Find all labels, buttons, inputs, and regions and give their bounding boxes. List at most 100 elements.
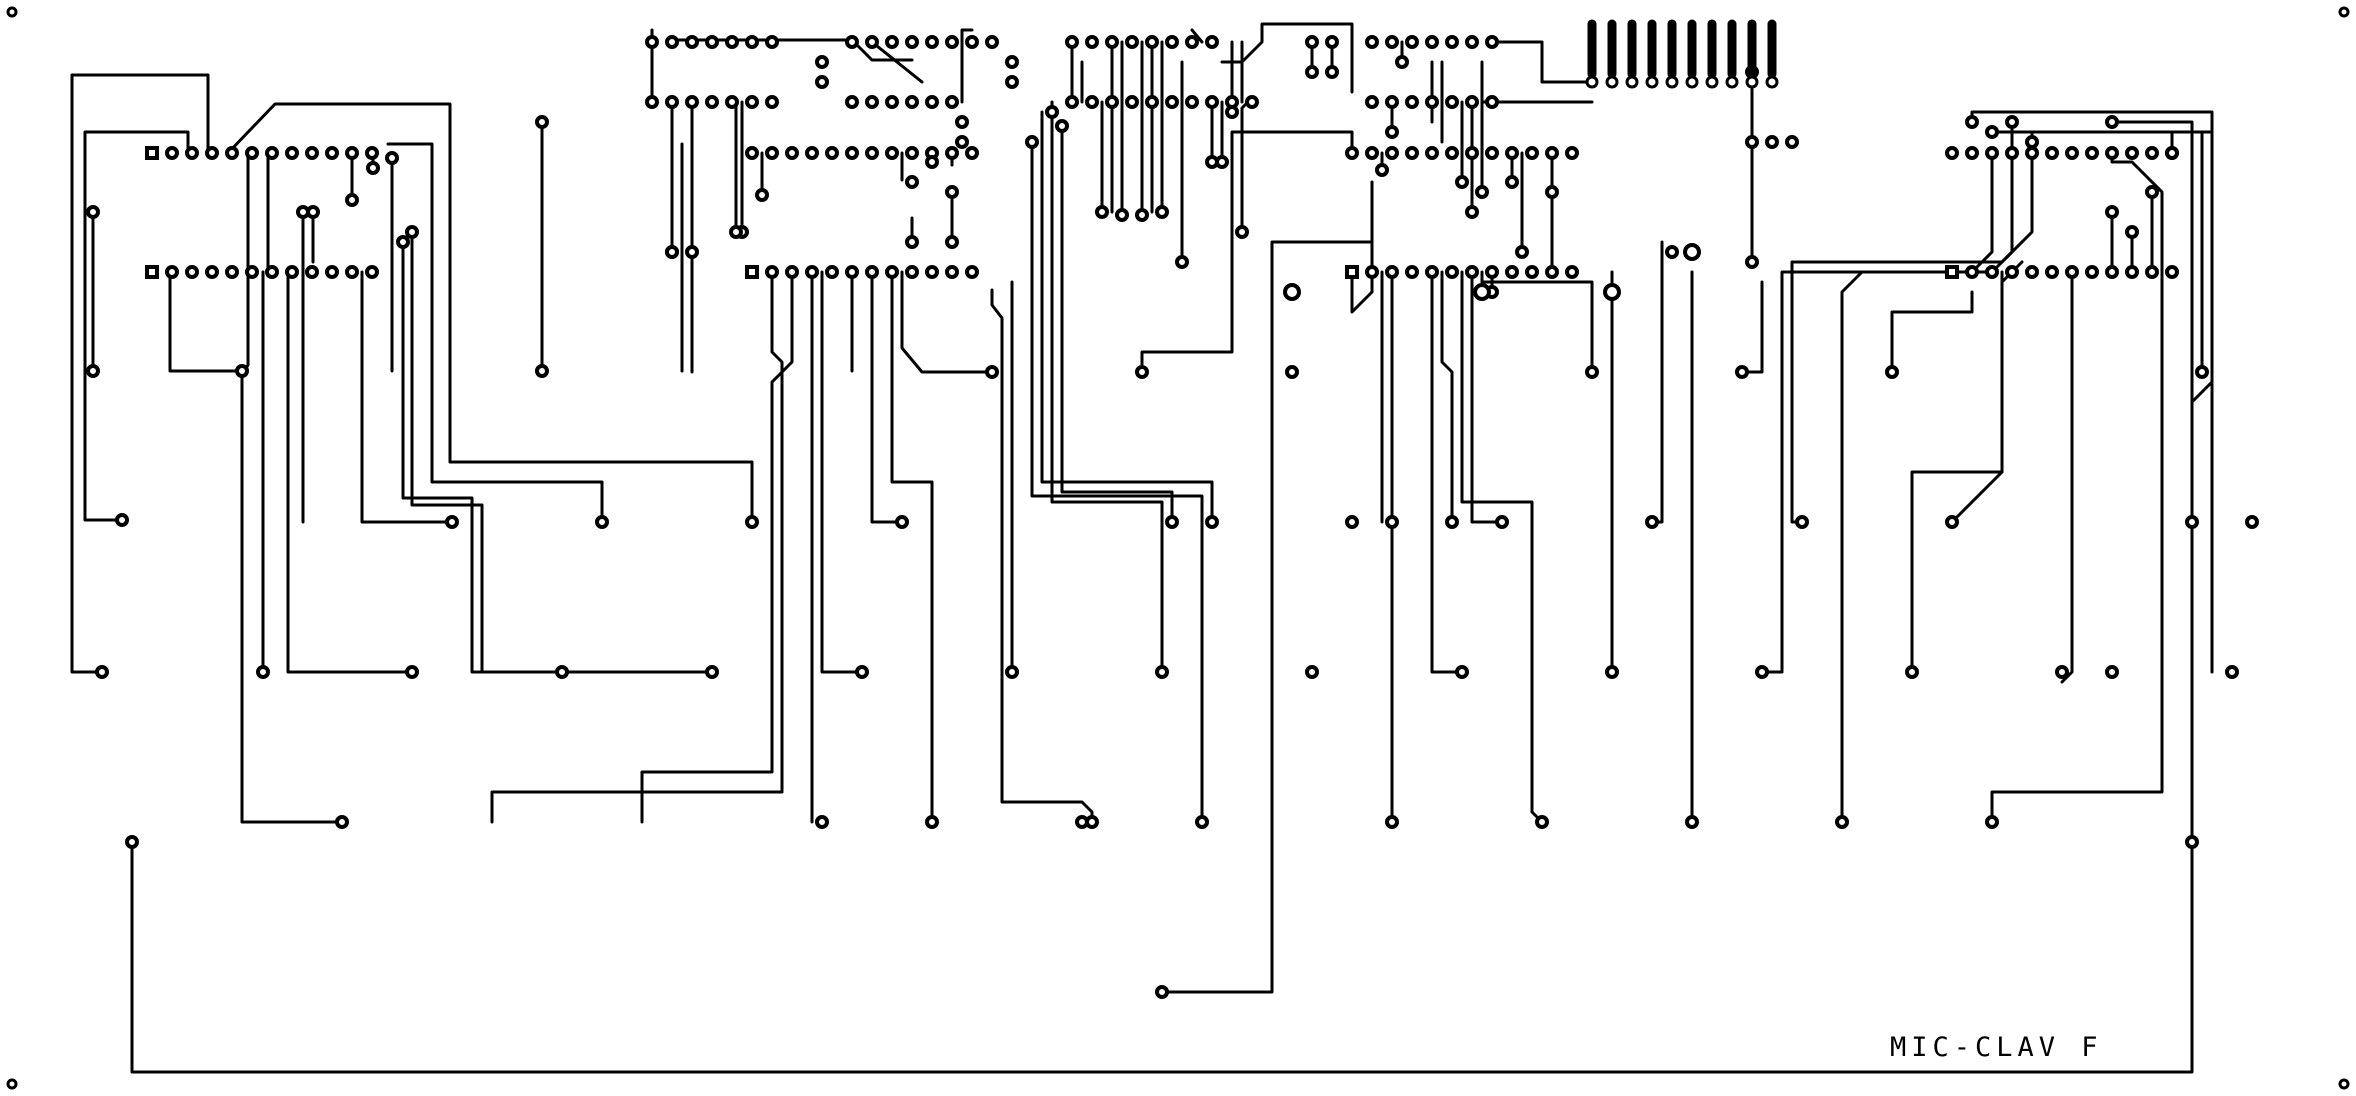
round-pad [925, 815, 939, 829]
round-pad [305, 265, 319, 279]
round-pad [1785, 135, 1799, 149]
round-pad [1135, 365, 1149, 379]
round-pad [1425, 95, 1439, 109]
round-pad [905, 235, 919, 249]
round-pad [245, 146, 259, 160]
round-pad [765, 95, 779, 109]
round-pad [1545, 146, 1559, 160]
round-pad [885, 146, 899, 160]
round-pad [2105, 146, 2119, 160]
round-pad [2145, 185, 2159, 199]
round-pad [1085, 95, 1099, 109]
round-pad [729, 225, 743, 239]
large-pad [1473, 283, 1491, 301]
round-pad [1505, 175, 1519, 189]
round-pad [1185, 35, 1199, 49]
round-pad [1425, 146, 1439, 160]
round-pad [185, 146, 199, 160]
round-pad [765, 265, 779, 279]
round-pad [595, 515, 609, 529]
round-pad [1445, 95, 1459, 109]
corner-mark [2338, 1078, 2350, 1090]
round-pad [2125, 146, 2139, 160]
round-pad [2165, 265, 2179, 279]
round-pad [865, 265, 879, 279]
round-pad [405, 665, 419, 679]
round-pad [1205, 515, 1219, 529]
round-pad [1345, 146, 1359, 160]
round-pad [685, 245, 699, 259]
round-pad [705, 35, 719, 49]
round-pad [1745, 135, 1759, 149]
round-pad [1235, 225, 1249, 239]
edge-connector-fingers [1585, 19, 1779, 89]
round-pad [1155, 205, 1169, 219]
round-pad [855, 665, 869, 679]
round-pad [815, 55, 829, 69]
large-pad [1683, 243, 1701, 261]
round-pad [965, 265, 979, 279]
round-pad [345, 265, 359, 279]
round-pad [1665, 245, 1679, 259]
round-pad [1125, 35, 1139, 49]
round-pad [1565, 265, 1579, 279]
round-pad [1405, 95, 1419, 109]
round-pad [1525, 265, 1539, 279]
square-pad [745, 265, 759, 279]
round-pad [1065, 95, 1079, 109]
round-pad [765, 146, 779, 160]
round-pad [905, 265, 919, 279]
round-pad [1155, 665, 1169, 679]
round-pad [1385, 125, 1399, 139]
round-pad [745, 35, 759, 49]
round-pad [1205, 35, 1219, 49]
round-pad [925, 265, 939, 279]
round-pad [1305, 35, 1319, 49]
round-pad [1105, 95, 1119, 109]
round-pad [265, 265, 279, 279]
round-pad [955, 115, 969, 129]
round-pad [1985, 815, 1999, 829]
round-pad [2085, 146, 2099, 160]
round-pad [885, 95, 899, 109]
round-pad [1365, 95, 1379, 109]
round-pad [1065, 35, 1079, 49]
finger-pad [1705, 75, 1719, 89]
round-pad [1475, 185, 1489, 199]
round-pad [745, 95, 759, 109]
round-pad [245, 265, 259, 279]
finger-pad [1665, 75, 1679, 89]
round-pad [1755, 665, 1769, 679]
corner-mark [6, 6, 18, 18]
round-pad [125, 835, 139, 849]
square-pad [1345, 265, 1359, 279]
round-pad [1795, 515, 1809, 529]
round-pad [1835, 815, 1849, 829]
round-pad [1455, 665, 1469, 679]
square-pad [145, 146, 159, 160]
round-pad [365, 265, 379, 279]
round-pad [2125, 225, 2139, 239]
round-pad [1085, 815, 1099, 829]
round-pad [1115, 208, 1129, 222]
round-pad [1225, 105, 1239, 119]
round-pad [1965, 115, 1979, 129]
round-pad [1465, 35, 1479, 49]
round-pad [1055, 119, 1069, 133]
large-pad [1283, 283, 1301, 301]
round-pad [2005, 115, 2019, 129]
round-pad [685, 95, 699, 109]
round-pad [2055, 665, 2069, 679]
finger-pad [1625, 75, 1639, 89]
round-pad [1505, 146, 1519, 160]
round-pad [2045, 265, 2059, 279]
round-pad [2245, 515, 2259, 529]
round-pad [1305, 665, 1319, 679]
round-pad [405, 225, 419, 239]
round-pad [1585, 365, 1599, 379]
round-pad [345, 146, 359, 160]
round-pad [86, 205, 100, 219]
round-pad [2025, 135, 2039, 149]
round-pad [1525, 146, 1539, 160]
